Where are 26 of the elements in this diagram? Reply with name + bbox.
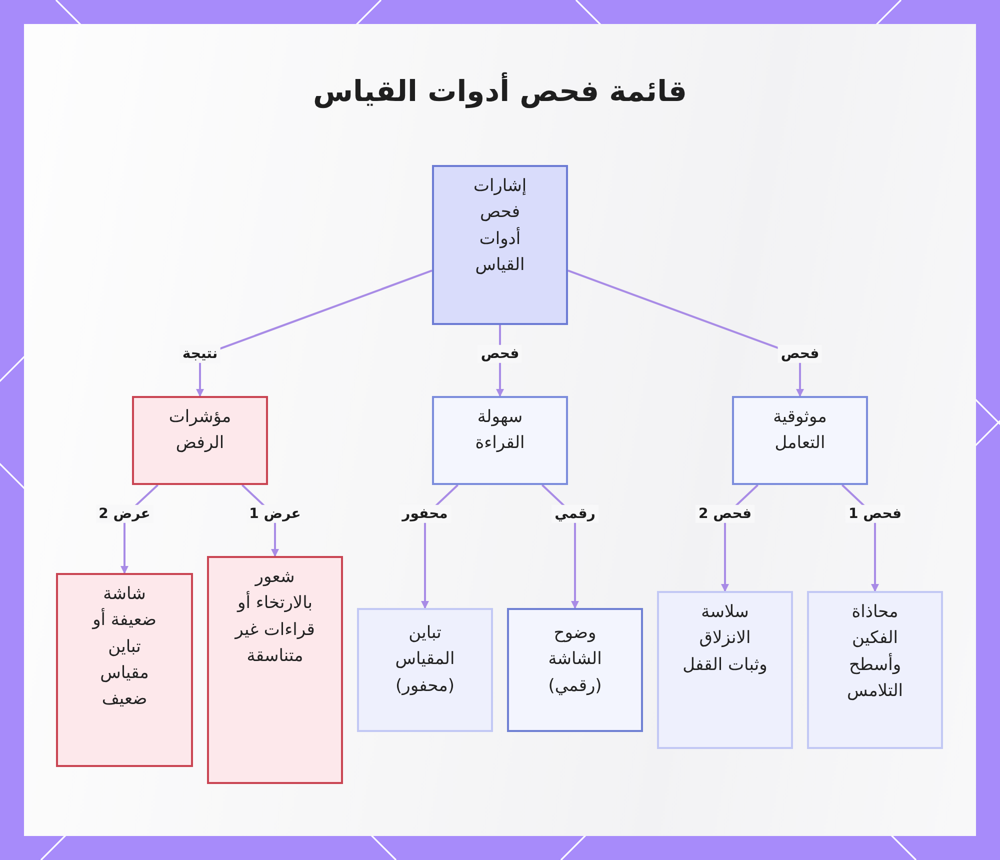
process-box	[207, 556, 343, 784]
diagram-title: قائمة فحص أدوات القياس	[313, 74, 687, 108]
node-label: وضوح الشاشة (رقمي)	[547, 622, 603, 698]
node-label: محاذاة الفكين وأسطح التلامس	[846, 601, 904, 704]
process-box	[132, 396, 268, 485]
node-label: شعور بالارتخاء أو قراءات غير متناسقة	[233, 566, 316, 668]
node-label: موثوقية التعامل	[772, 406, 828, 456]
process-box	[357, 608, 493, 732]
edge-label: رقمي	[552, 504, 598, 524]
edge-label: فحص	[778, 344, 822, 364]
node-label: شاشة ضعيفة أو تباين مقياس ضعيف	[90, 583, 158, 712]
node-label: إشارات فحص أدوات القياس	[472, 175, 528, 278]
arrow	[568, 270, 804, 397]
process-box	[432, 396, 568, 485]
process-box	[56, 573, 193, 767]
process-box	[732, 396, 868, 485]
node-label: تباين المقياس (محفور)	[394, 622, 456, 698]
node-label: سهولة القراءة	[474, 406, 526, 456]
process-box	[432, 165, 568, 325]
node-label: مؤشرات الرفض	[168, 406, 232, 456]
process-box	[807, 591, 943, 749]
process-box	[657, 591, 793, 749]
arrow	[196, 270, 432, 397]
edge-label: فحص 2	[696, 504, 754, 524]
process-box	[507, 608, 643, 732]
node-label: سلاسة الانزلاق وثبات القفل	[682, 601, 768, 677]
